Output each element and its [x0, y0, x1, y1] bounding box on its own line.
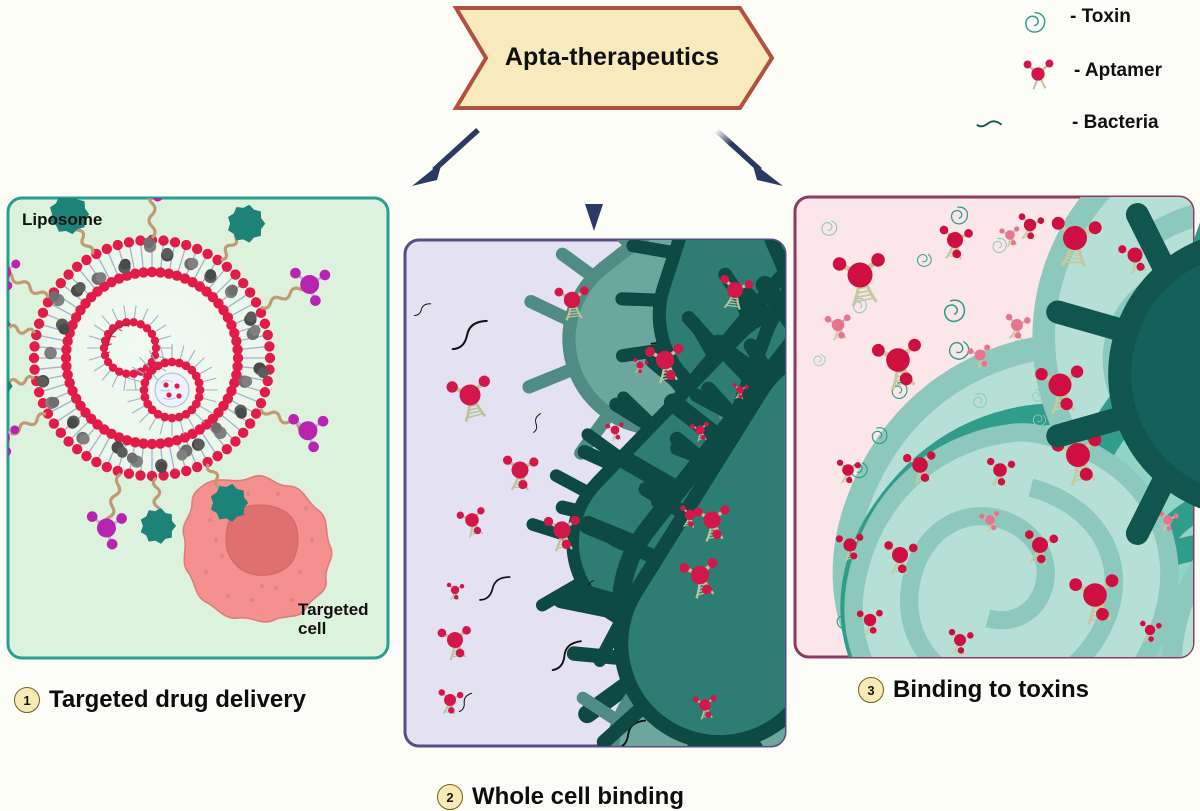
aptamer-magenta	[132, 163, 172, 201]
legend-label-aptamer: - Aptamer	[1074, 60, 1162, 82]
caption-text-1: Targeted drug delivery	[49, 686, 306, 714]
badge-3: 3	[858, 677, 884, 703]
caption-panel-2: 2 Whole cell binding	[437, 783, 684, 811]
caption-text-2: Whole cell binding	[472, 783, 684, 811]
label-liposome: Liposome	[22, 210, 102, 229]
panel-1[interactable]	[0, 163, 388, 658]
legend-row-toxin: - Toxin	[1070, 6, 1131, 28]
legend-row-bacteria: - Bacteria	[1072, 112, 1159, 134]
banner[interactable]: Apta-therapeutics	[452, 4, 772, 110]
aptamer-icon	[1024, 60, 1054, 90]
drug-molecule	[37, 375, 49, 387]
caption-text-3: Binding to toxins	[893, 676, 1089, 704]
legend-label-toxin: - Toxin	[1070, 6, 1131, 28]
caption-panel-1: 1 Targeted drug delivery	[14, 686, 306, 714]
liposome	[29, 235, 275, 481]
legend-label-bacteria: - Bacteria	[1072, 112, 1159, 134]
drug-molecule	[44, 347, 56, 359]
inner-vesicle-b	[126, 344, 218, 436]
arrow-to-panel-1	[412, 130, 478, 186]
arrow-group	[412, 130, 783, 231]
legend-row-aptamer: - Aptamer	[1074, 60, 1162, 82]
label-targeted-cell: Targeted cell	[298, 600, 388, 639]
page-title: Apta-therapeutics	[452, 4, 772, 110]
arrow-to-panel-2	[585, 130, 603, 231]
badge-1: 1	[14, 687, 40, 713]
caption-panel-3: 3 Binding to toxins	[858, 676, 1089, 704]
badge-2: 2	[437, 784, 463, 810]
arrow-to-panel-3	[716, 130, 783, 186]
